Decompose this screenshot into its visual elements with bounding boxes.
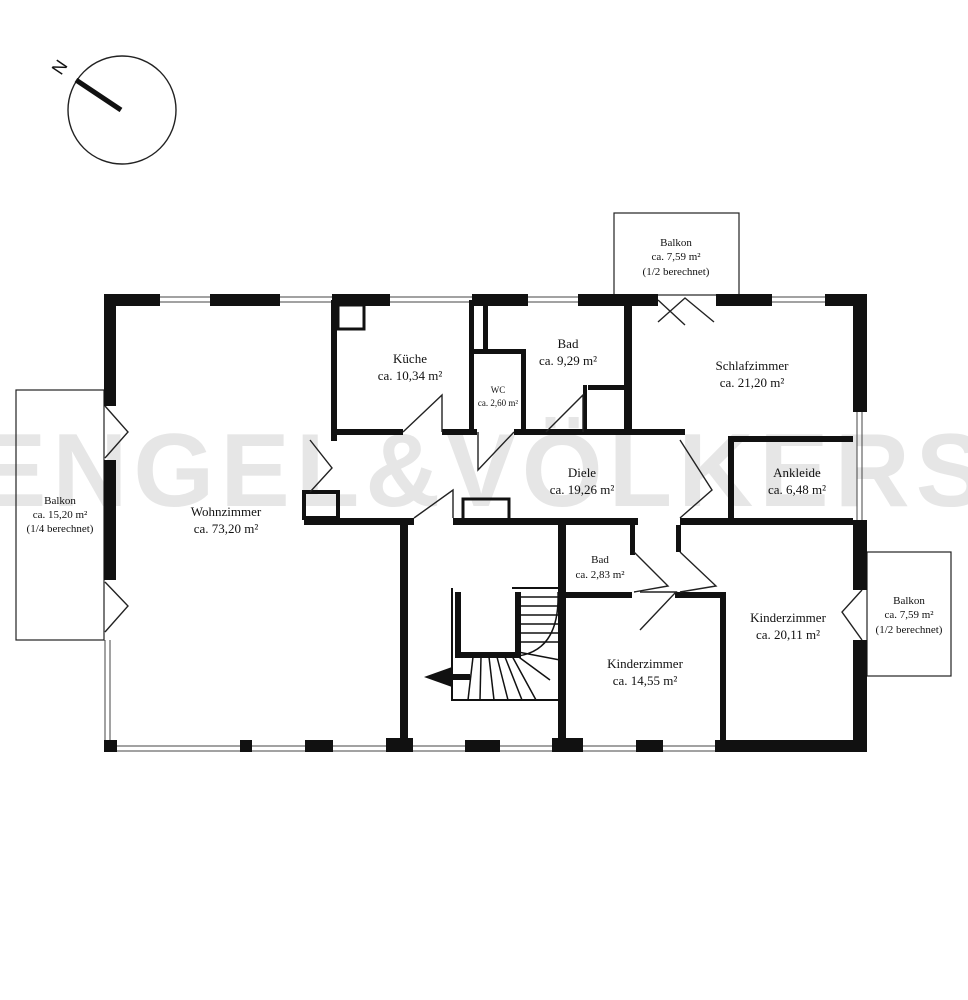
room-labels: Wohnzimmer ca. 73,20 m² Küche ca. 10,34 …: [27, 237, 943, 688]
label-balkon-ost: Balkon ca. 7,59 m² (1/2 berechnet): [876, 595, 943, 636]
svg-text:Diele: Diele: [568, 465, 596, 480]
svg-text:Ankleide: Ankleide: [773, 465, 821, 480]
label-diele: Diele ca. 19,26 m²: [550, 465, 615, 497]
compass: N: [48, 55, 177, 165]
svg-text:ca. 7,59 m²: ca. 7,59 m²: [651, 251, 701, 263]
svg-text:Balkon: Balkon: [44, 495, 76, 507]
svg-text:ca. 9,29 m²: ca. 9,29 m²: [539, 353, 597, 368]
label-wc: WC ca. 2,60 m²: [478, 385, 518, 408]
svg-text:Balkon: Balkon: [660, 237, 692, 249]
balkon-ost-outline: [866, 551, 952, 677]
svg-text:(1/4 berechnet): (1/4 berechnet): [27, 523, 94, 535]
label-kinderzimmer-2: Kinderzimmer ca. 20,11 m²: [750, 610, 826, 642]
label-wohnzimmer: Wohnzimmer ca. 73,20 m²: [191, 504, 262, 536]
svg-text:ca. 73,20 m²: ca. 73,20 m²: [194, 521, 259, 536]
svg-text:ca. 2,60 m²: ca. 2,60 m²: [478, 398, 518, 408]
svg-text:ca. 10,34 m²: ca. 10,34 m²: [378, 368, 443, 383]
balkon-nord-outline: [613, 212, 740, 296]
watermark: ENGEL&VÖLKERS: [0, 413, 968, 529]
svg-text:(1/2 berechnet): (1/2 berechnet): [876, 624, 943, 636]
label-balkon-nord: Balkon ca. 7,59 m² (1/2 berechnet): [643, 237, 710, 278]
svg-text:Bad: Bad: [591, 554, 609, 566]
svg-text:Bad: Bad: [558, 336, 579, 351]
label-ankleide: Ankleide ca. 6,48 m²: [768, 465, 826, 497]
svg-text:ca. 7,59 m²: ca. 7,59 m²: [884, 609, 934, 621]
svg-text:ca. 21,20 m²: ca. 21,20 m²: [720, 375, 785, 390]
svg-text:(1/2 berechnet): (1/2 berechnet): [643, 266, 710, 278]
svg-text:ca. 14,55 m²: ca. 14,55 m²: [613, 673, 678, 688]
staircase: [451, 587, 561, 701]
windows: [104, 296, 863, 752]
svg-text:Kinderzimmer: Kinderzimmer: [607, 656, 683, 671]
svg-text:Kinderzimmer: Kinderzimmer: [750, 610, 826, 625]
label-balkon-west: Balkon ca. 15,20 m² (1/4 berechnet): [27, 495, 94, 535]
label-bad-2: Bad ca. 2,83 m²: [575, 554, 625, 581]
label-kueche: Küche ca. 10,34 m²: [378, 351, 443, 383]
svg-text:ca. 15,20 m²: ca. 15,20 m²: [33, 509, 88, 521]
svg-text:ca. 20,11 m²: ca. 20,11 m²: [756, 627, 820, 642]
label-bad-1: Bad ca. 9,29 m²: [539, 336, 597, 368]
stair-direction-arrow: [424, 667, 470, 687]
walls: [104, 294, 867, 752]
svg-text:Küche: Küche: [393, 351, 427, 366]
svg-text:ca. 2,83 m²: ca. 2,83 m²: [575, 569, 625, 581]
svg-text:Wohnzimmer: Wohnzimmer: [191, 504, 262, 519]
label-kinderzimmer-1: Kinderzimmer ca. 14,55 m²: [607, 656, 683, 688]
svg-text:ca. 6,48 m²: ca. 6,48 m²: [768, 482, 826, 497]
north-label: N: [48, 56, 72, 78]
doors: [104, 297, 863, 641]
svg-text:ca. 19,26 m²: ca. 19,26 m²: [550, 482, 615, 497]
svg-text:Balkon: Balkon: [893, 595, 925, 607]
svg-text:Schlafzimmer: Schlafzimmer: [716, 358, 790, 373]
svg-text:WC: WC: [491, 385, 506, 395]
label-schlafzimmer: Schlafzimmer ca. 21,20 m²: [716, 358, 790, 390]
